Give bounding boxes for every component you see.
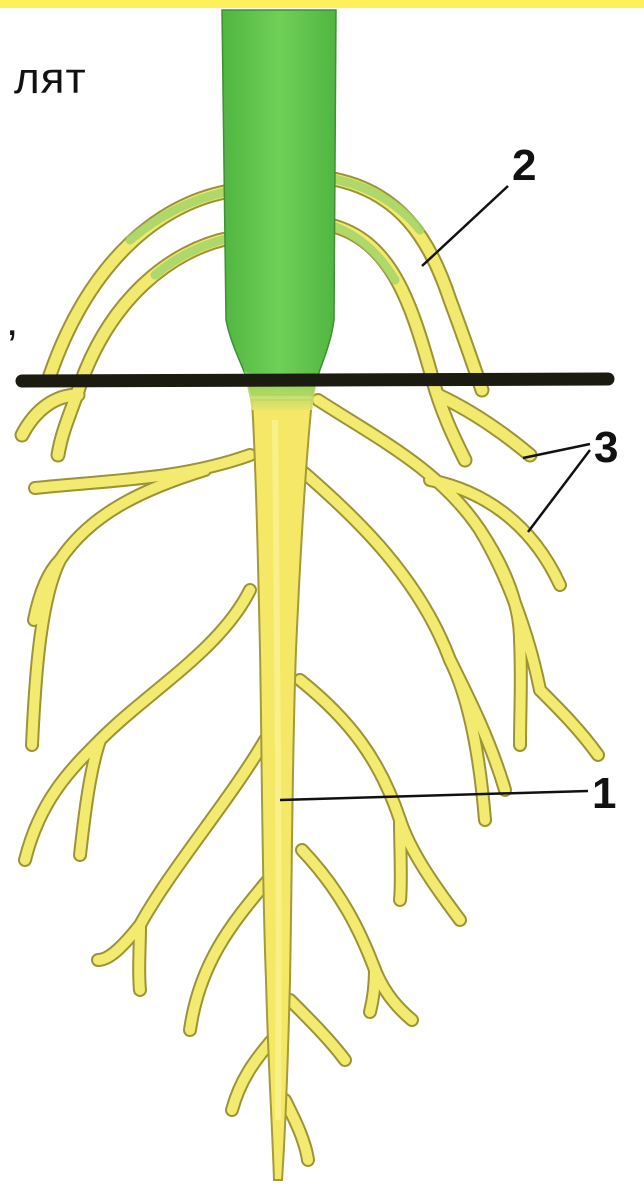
stem	[222, 10, 336, 395]
lateral-roots	[25, 400, 598, 1160]
label-3: 3	[594, 423, 618, 472]
label-2: 2	[512, 141, 536, 190]
ground-line	[22, 379, 608, 381]
label-1: 1	[592, 769, 616, 818]
